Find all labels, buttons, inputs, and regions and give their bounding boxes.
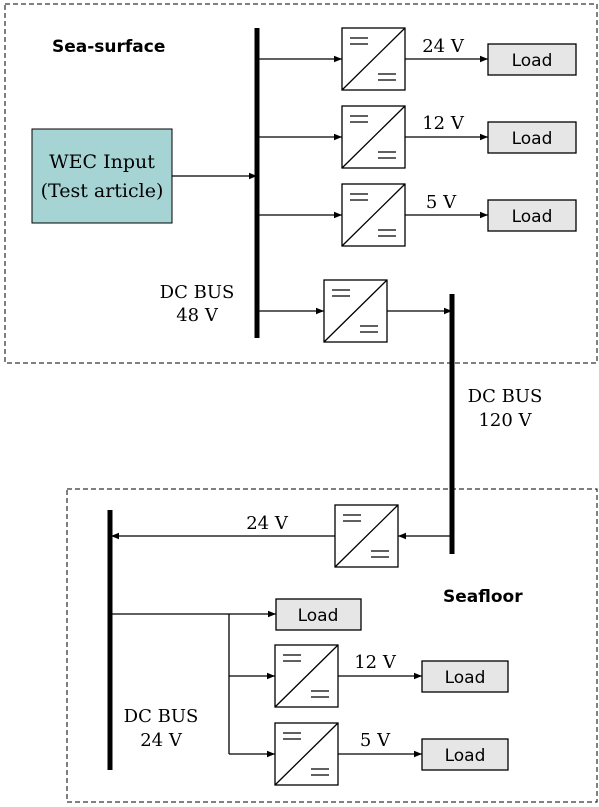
load-label-12v: Load [512, 129, 553, 149]
voltage-12v-bottom: 12 V [354, 652, 397, 673]
bus24-label: DC BUS [124, 706, 199, 727]
load-box-5v-seafloor [421, 738, 509, 771]
bus24-voltage: 24 V [140, 730, 183, 751]
seafloor-label: Seafloor [443, 587, 523, 607]
load-box-24v [487, 43, 577, 76]
load-label-24v: Load [512, 51, 553, 71]
voltage-5v-top: 5 V [426, 192, 457, 213]
seafloor-region [66, 488, 598, 803]
wec-input-label: WEC Input [49, 151, 155, 173]
dcdc-converter-12v-seafloor [274, 644, 339, 708]
sea-surface-label: Sea-surface [52, 37, 165, 57]
sea-surface-region [4, 3, 598, 364]
bus120-voltage: 120 V [478, 410, 532, 431]
load-box-5v [487, 199, 577, 232]
wec-input-box [31, 128, 173, 224]
voltage-12v-top: 12 V [422, 113, 465, 134]
dcdc-converter-12v [341, 105, 406, 169]
dcdc-converter-5v-seafloor [274, 722, 339, 786]
load-label-5v: Load [512, 207, 553, 227]
load-label-12v-seafloor: Load [445, 668, 486, 688]
wec-input-sublabel: (Test article) [41, 180, 164, 202]
load-label-5v-seafloor: Load [445, 746, 486, 766]
load-box-12v [487, 121, 577, 154]
dcdc-converter-24v-seafloor [334, 504, 399, 568]
voltage-5v-bottom: 5 V [360, 730, 391, 751]
dcdc-converter-5v [341, 183, 406, 247]
load-box-24v-seafloor [275, 598, 362, 631]
load-label-24v-seafloor: Load [298, 606, 339, 626]
bus120-label: DC BUS [468, 386, 543, 407]
load-box-12v-seafloor [421, 660, 509, 693]
voltage-24v-top: 24 V [422, 36, 465, 57]
bus48-voltage: 48 V [176, 305, 219, 326]
dcdc-converter-120v [323, 279, 388, 343]
dcdc-converter-24v [341, 27, 406, 91]
bus48-label: DC BUS [160, 282, 235, 303]
voltage-24v-link: 24 V [246, 513, 289, 534]
